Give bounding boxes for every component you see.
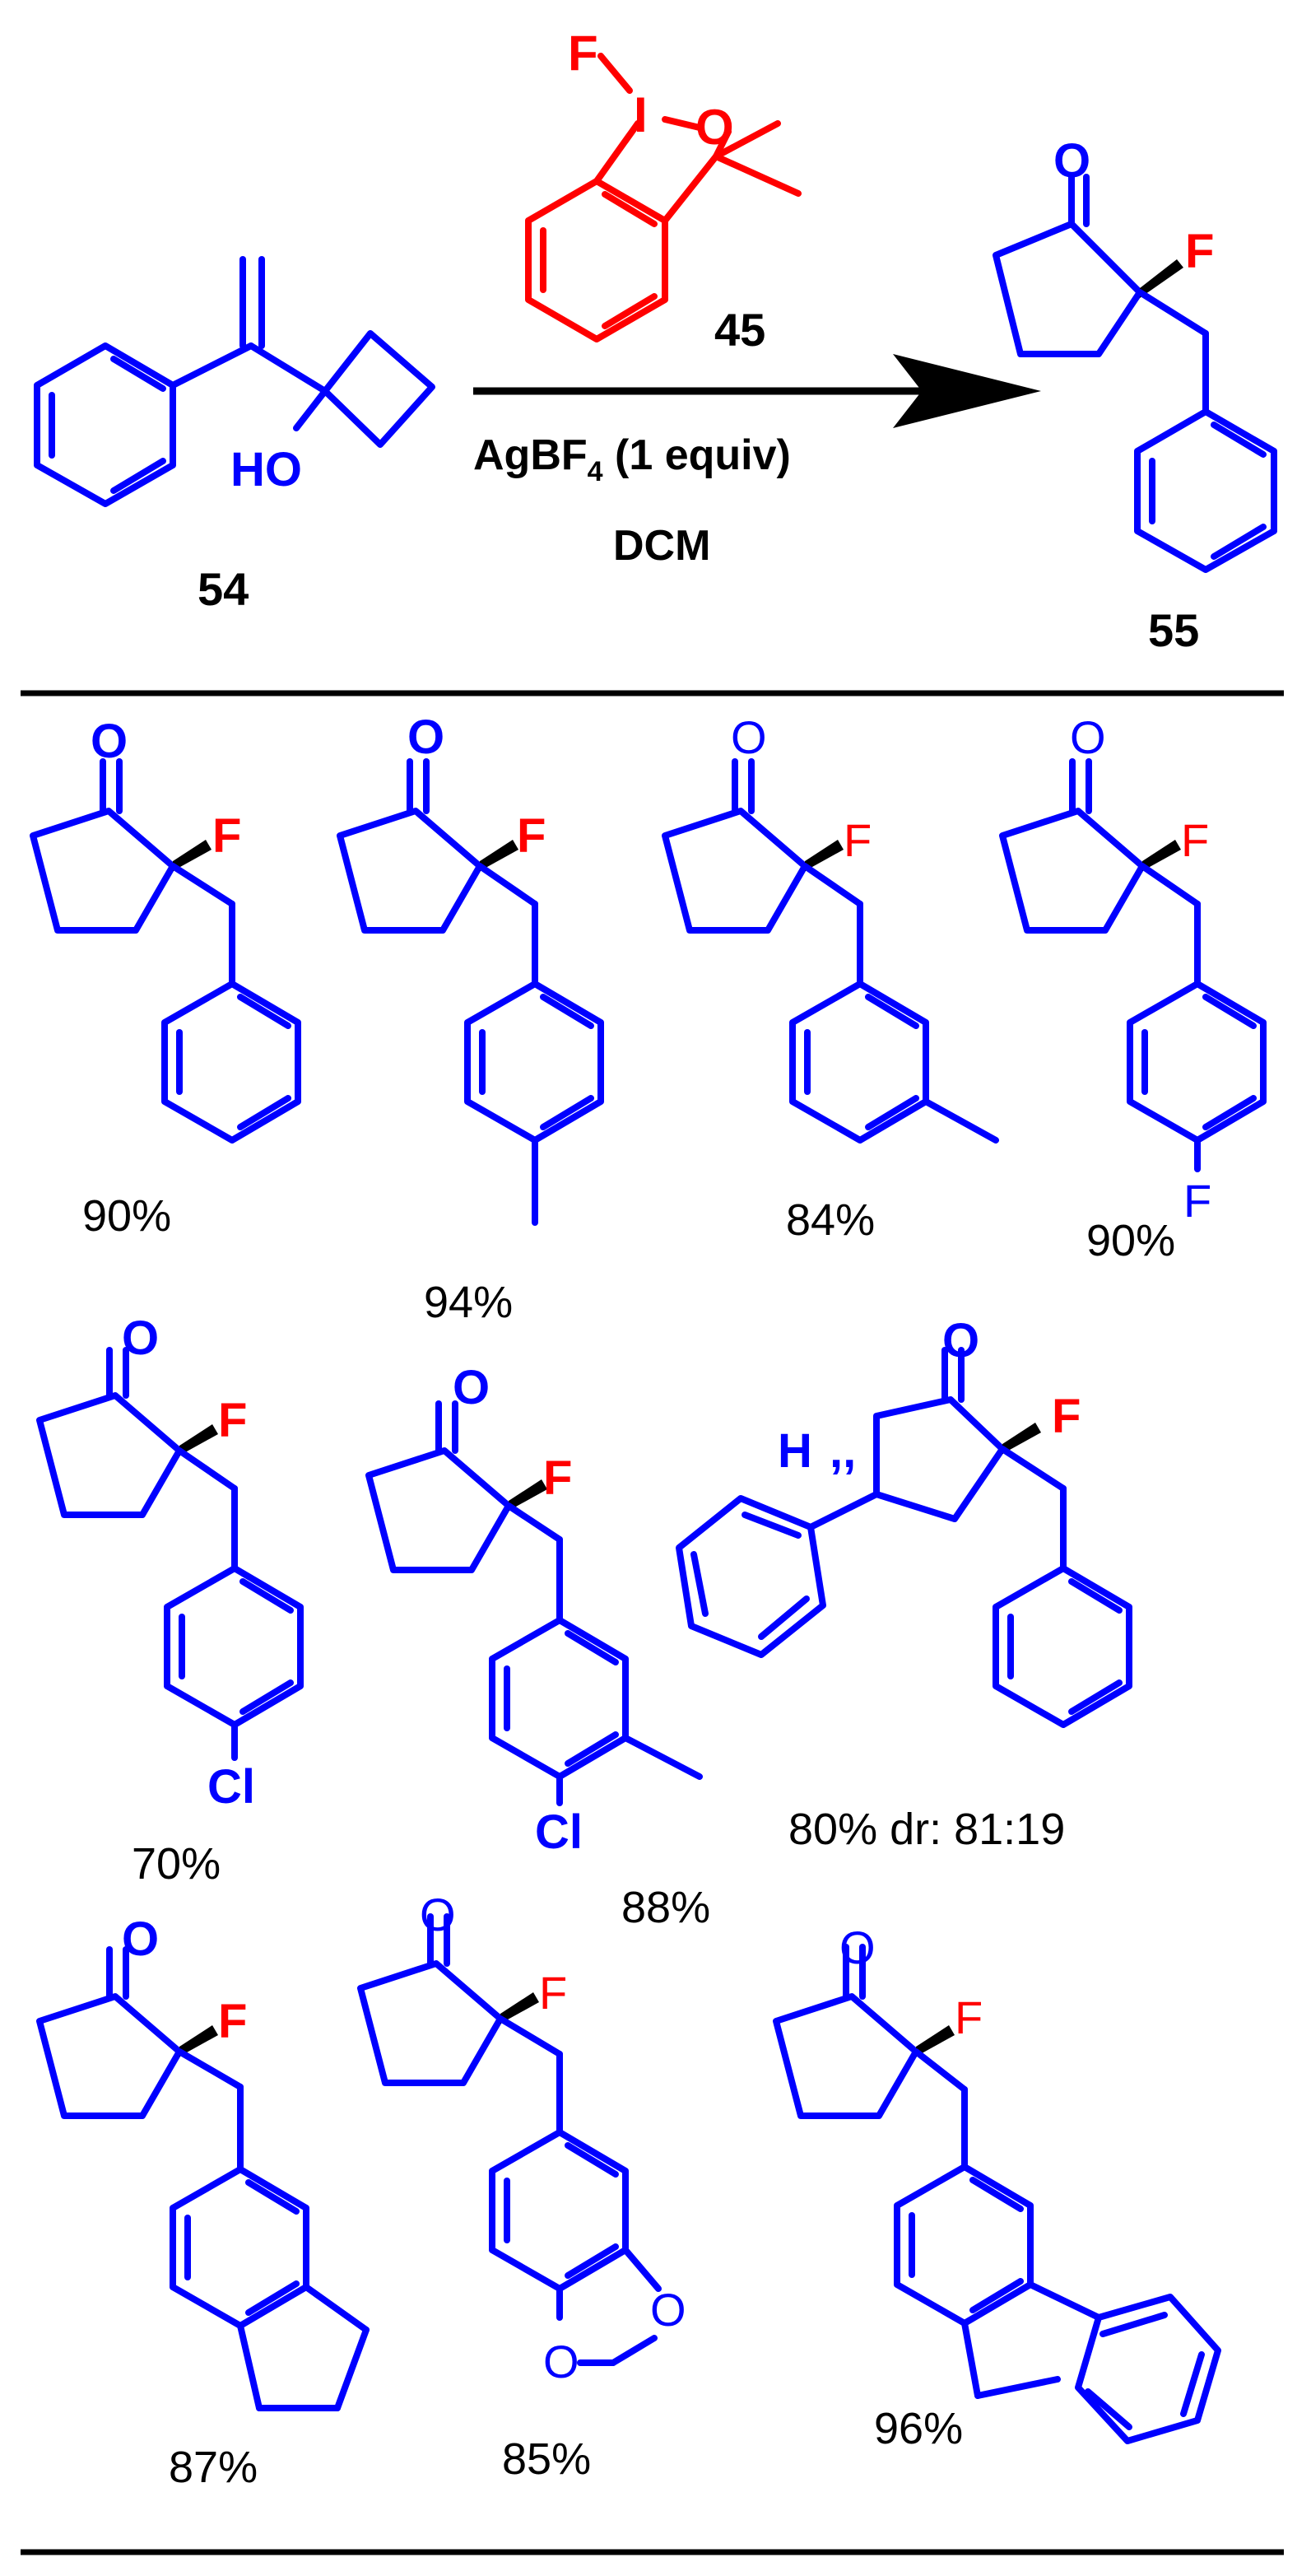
entry-3-fluorine-atom: F (844, 814, 872, 866)
entry-9-oxygen-atom: O (420, 1889, 456, 1940)
entry-2-yield: 94% (424, 1278, 513, 1327)
entry-4-yield: 90% (1086, 1216, 1175, 1265)
entry-9-yield: 85% (502, 2434, 591, 2484)
entry-7-hashed-bond: ,, (830, 1424, 856, 1478)
entry-9-fluorine-atom: F (539, 1967, 567, 2019)
substrate-54-structure (34, 256, 435, 507)
entry-7-structure (676, 1347, 1132, 1728)
entry-6-chlorine-atom: Cl (535, 1805, 583, 1859)
entry-2-oxygen-atom: O (407, 710, 444, 764)
entry-6-oxygen-atom: O (453, 1361, 490, 1414)
entry-1-oxygen-atom: O (91, 715, 128, 768)
product-oxygen-atom: O (1053, 134, 1090, 188)
entry-1-structure (30, 758, 301, 1144)
entry-5-chlorine-atom: Cl (207, 1760, 255, 1814)
entry-5-fluorine-atom: F (218, 1394, 247, 1447)
entry-10-yield: 96% (874, 2404, 963, 2453)
entry-8-yield: 87% (169, 2443, 258, 2492)
entry-8-oxygen-atom: O (122, 1912, 159, 1966)
reagent-oxygen-atom: O (695, 100, 734, 155)
substrate-hydroxyl-label: HO (230, 443, 302, 496)
condition-catalyst: AgBF4 (1 equiv) (473, 431, 791, 487)
entry-10-structure (773, 1944, 1221, 2444)
entry-6-structure (365, 1400, 703, 1806)
entry-4-structure (999, 758, 1267, 1172)
entry-6-fluorine-atom: F (543, 1451, 572, 1505)
reagent-compound-number: 45 (714, 304, 765, 356)
reaction-arrow (473, 354, 1041, 428)
entry-7-yield: 80% dr: 81:19 (788, 1805, 1065, 1854)
entry-4-oxygen-atom: O (1070, 711, 1106, 763)
product-compound-number: 55 (1148, 604, 1199, 656)
entry-1-yield: 90% (82, 1191, 171, 1241)
condition-solvent: DCM (613, 522, 710, 570)
reagent-iodine-atom: I (634, 87, 648, 142)
entry-9-dioxole-oxygen-right: O (650, 2284, 686, 2336)
product-55-structure (993, 174, 1277, 573)
entry-10-oxygen-atom: O (839, 1922, 876, 1973)
entry-2-structure (337, 758, 604, 1226)
entry-9-structure (357, 1913, 662, 2366)
reagent-fluorine-atom: F (568, 26, 598, 81)
entry-7-oxygen-atom: O (942, 1314, 979, 1367)
entry-5-oxygen-atom: O (122, 1311, 159, 1365)
entry-8-fluorine-atom: F (218, 1995, 247, 2048)
product-fluorine-atom: F (1185, 225, 1214, 278)
entry-9-dioxole-oxygen-left: O (543, 2336, 579, 2387)
entry-4-fluorine-atom: F (1181, 814, 1209, 866)
entry-6-yield: 88% (621, 1883, 710, 1932)
entry-3-structure (662, 758, 999, 1144)
entry-3-yield: 84% (786, 1195, 875, 1245)
reagent-45-structure (525, 53, 802, 342)
entry-1-fluorine-atom: F (212, 809, 241, 863)
entry-7-hydrogen-atom: H (778, 1424, 812, 1478)
entry-5-yield: 70% (132, 1839, 221, 1889)
entry-3-oxygen-atom: O (731, 711, 767, 763)
substrate-compound-number: 54 (198, 563, 249, 615)
entry-8-structure (36, 1946, 370, 2411)
entry-7-fluorine-atom: F (1052, 1390, 1081, 1443)
entry-4-aryl-fluorine-atom: F (1183, 1175, 1211, 1227)
entry-2-fluorine-atom: F (517, 809, 546, 863)
entry-5-structure (36, 1347, 304, 1761)
entry-10-fluorine-atom: F (955, 1991, 983, 2043)
